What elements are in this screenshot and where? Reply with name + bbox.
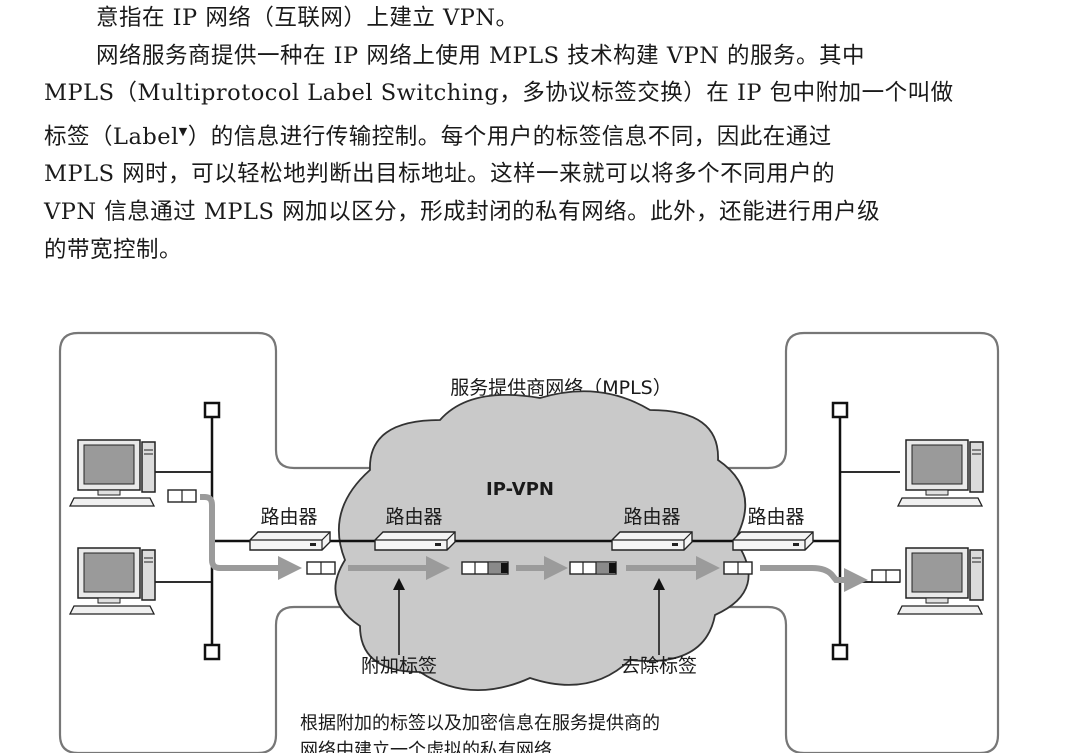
router-icon [374,531,456,551]
packet-icon [167,489,197,503]
packet-icon [871,569,901,583]
cloud-label: IP-VPN [486,479,554,500]
computer-icon [897,547,984,615]
flow-arrow [200,494,302,580]
caption-line-1: 根据附加的标签以及加密信息在服务提供商的 [300,713,660,734]
remove-label-text: 去除标签 [621,655,697,677]
router-icon [732,531,814,551]
line-intro: 意指在 IP 网络（互联网）上建立 VPN。 [96,5,519,31]
para-line-1: 网络服务商提供一种在 IP 网络上使用 MPLS 技术构建 VPN 的服务。其中 [96,42,866,69]
para-line-3-end: ）的信息进行传输控制。每个用户的标签信息不同，因此在通过 [187,123,832,150]
packet-icon [306,561,336,575]
computer-icon [69,547,156,615]
para-line-6: 的带宽控制。 [44,236,183,263]
router-icon [611,531,693,551]
computer-icon [69,439,156,507]
computer-icon [897,439,984,507]
flow-arrow [760,565,868,592]
router-label: 路由器 [747,506,804,528]
packet-icon [723,561,753,575]
para-line-3-start: 标签（Label [44,123,179,150]
para-line-3: 标签（Label▼）的信息进行传输控制。每个用户的标签信息不同，因此在通过 [44,113,1044,157]
router-label: 路由器 [260,506,317,528]
labeled-packet-icon [569,561,617,575]
para-line-5: VPN 信息通过 MPLS 网加以区分，形成封闭的私有网络。此外，还能进行用户级 [44,198,881,225]
provider-network-outline [58,331,1000,753]
bus-terminator [831,643,849,661]
body-text: 意指在 IP 网络（互联网）上建立 VPN。 网络服务商提供一种在 IP 网络上… [44,0,1044,269]
footnote-mark: ▼ [178,124,188,138]
para-line-4: MPLS 网时，可以轻松地判断出目标地址。这样一来就可以将多个不同用户的 [44,161,836,188]
labeled-packet-icon [461,561,509,575]
router-label: 路由器 [385,506,442,528]
pointer-arrowhead [653,578,665,590]
bus-terminator [203,643,221,661]
network-label: 服务提供商网络（MPLS） [450,377,672,399]
para-line-2: MPLS（Multiprotocol Label Switching，多协议标签… [44,80,954,107]
router-icon [249,531,331,551]
pointer-arrowhead [393,578,405,590]
router-label: 路由器 [623,506,680,528]
caption-line-2: 网络中建立一个虚拟的私有网络 [300,740,552,753]
bus-terminator [831,401,849,419]
add-label-text: 附加标签 [361,655,437,677]
bus-terminator [203,401,221,419]
